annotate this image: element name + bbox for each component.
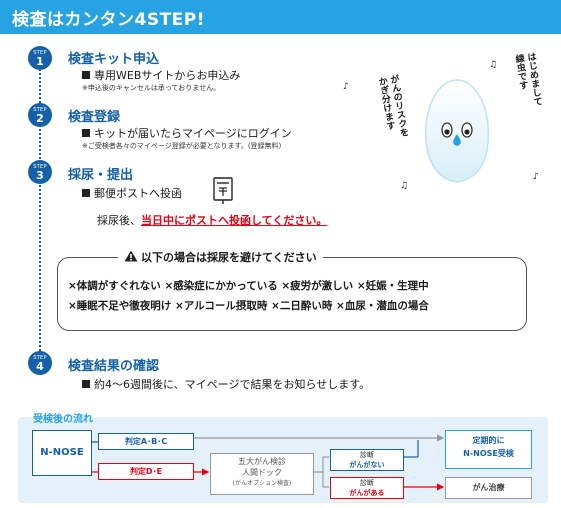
cancer-treatment-box: がん治療	[445, 477, 532, 499]
step-3-text: 郵便ポストへ投函	[82, 185, 182, 201]
step-4-title: 検査結果の確認	[68, 359, 160, 374]
page-title: 検査はカンタン4STEP!	[12, 10, 205, 30]
step-1-title: 検査キット申込	[68, 52, 160, 67]
step-2-text: キットが届いたらマイページにログイン	[82, 125, 292, 141]
mascot-nematode-icon	[424, 79, 490, 183]
step-4-badge: STEP 4	[28, 351, 52, 375]
diag-no-cancer-box: 診断 がんがない	[330, 449, 404, 471]
step-2-badge: STEP 2	[28, 103, 52, 127]
step-1-text: 専用WEBサイトからお申込み	[82, 67, 240, 83]
warning-heading: 以下の場合は採尿を避けてください	[118, 249, 323, 265]
bullet-square-icon	[82, 189, 90, 197]
exam-box: 五大がん検診 人間ドック (がんオプション検査)	[210, 453, 314, 495]
regular-nnose-box: 定期的に N-NOSE受検	[445, 430, 532, 469]
music-note-icon: ♫	[400, 181, 409, 191]
mascot-speech-left: がんのリスクをかぎ分けます	[375, 74, 409, 138]
step-3-badge: STEP 3	[28, 160, 52, 184]
step-timeline	[39, 62, 41, 362]
diag-cancer-box: 診断 がんがある	[330, 477, 404, 499]
step-3-highlight: 当日中にポストへ投函してください。	[141, 214, 328, 227]
header-bar	[0, 0, 561, 34]
step-4-text: 約4～6週間後に、マイページで結果をお知らせします。	[82, 376, 370, 392]
mailbox-icon	[213, 177, 233, 204]
step-3-subtext: 採尿後、当日中にポストへ投函してください。	[97, 214, 328, 227]
warning-row-1: ×体調がすぐれない ×感染症にかかっている ×疲労が激しい ×妊娠・生理中	[68, 280, 429, 292]
judge-de-box: 判定D･E	[98, 463, 194, 480]
warning-box	[57, 257, 527, 331]
step-1-note: ※申込後のキャンセルは承っておりません。	[82, 84, 221, 92]
step-2-note: ※ご受検者各々のマイページ登録が必要となります。(登録無料)	[82, 142, 282, 150]
mascot-speech-right: はじめまして線虫です	[512, 51, 543, 107]
music-note-icon: ♫	[489, 60, 498, 70]
music-note-icon: ♪	[343, 82, 349, 92]
nnose-box: N-NOSE	[32, 430, 92, 476]
step-1-badge: STEP 1	[28, 46, 52, 70]
bullet-square-icon	[82, 129, 90, 137]
flow-connectors	[76, 434, 445, 491]
step-3-title: 採尿・提出	[68, 168, 134, 183]
warning-triangle-icon	[124, 250, 138, 262]
judge-abc-box: 判定A･B･C	[98, 433, 194, 450]
music-note-icon: ♪	[533, 172, 539, 182]
bullet-square-icon	[82, 71, 90, 79]
flow-title: 受検後の流れ	[33, 414, 93, 425]
warning-row-2: ×睡眠不足や徹夜明け ×アルコール摂取時 ×二日酔い時 ×血尿・潜血の場合	[68, 300, 429, 312]
bullet-square-icon	[82, 380, 90, 388]
step-2-title: 検査登録	[68, 110, 121, 125]
